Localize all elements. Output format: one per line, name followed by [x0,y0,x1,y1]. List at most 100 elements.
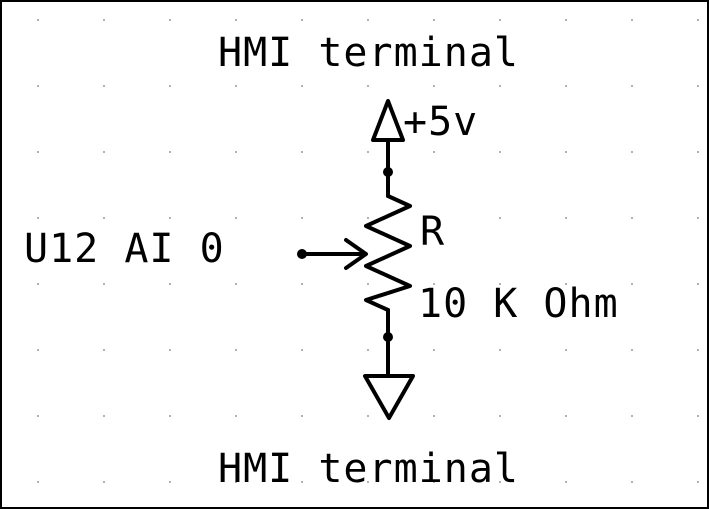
grid-dot [499,85,501,87]
grid-dot [433,415,435,417]
bottom-terminal-label: HMI terminal [218,446,519,492]
grid-dot [301,283,303,285]
top-terminal-label: HMI terminal [218,30,519,76]
ground-triangle-icon [363,374,415,420]
grid-dot [367,85,369,87]
grid-dot [565,349,567,351]
grid-dot [37,19,39,21]
grid-dot [433,481,435,483]
grid-dot [433,85,435,87]
grid-dot [631,19,633,21]
grid-dot [697,217,699,219]
grid-dot [499,283,501,285]
supply-junction-dot [383,167,393,177]
grid-dots [37,19,699,483]
grid-dot [37,217,39,219]
input-pin-dot [297,249,307,259]
grid-dot [235,85,237,87]
grid-dot [499,217,501,219]
grid-dot [367,415,369,417]
grid-dot [37,85,39,87]
grid-dot [433,349,435,351]
grid-dot [631,481,633,483]
grid-dot [37,151,39,153]
grid-dot [631,349,633,351]
grid-dot [697,85,699,87]
grid-dot [235,19,237,21]
grid-dot [565,217,567,219]
grid-dot [433,217,435,219]
input-label: U12 AI 0 [24,226,225,272]
grid-dot [301,85,303,87]
resistor-value: 10 K Ohm [418,281,619,327]
grid-dot [103,85,105,87]
resistor-designator: R [420,209,445,255]
supply-label: +5v [403,99,478,145]
grid-dot [499,349,501,351]
grid-dot [565,283,567,285]
grid-dot [235,151,237,153]
grid-dot [499,481,501,483]
grid-dot [367,481,369,483]
grid-dot [169,415,171,417]
grid-dot [499,151,501,153]
grid-dot [433,151,435,153]
grid-dot [367,151,369,153]
grid-dot [367,349,369,351]
grid-dot [631,217,633,219]
grid-dot [103,151,105,153]
grid-dot [301,151,303,153]
grid-dot [301,217,303,219]
grid-dot [301,19,303,21]
grid-dot [103,19,105,21]
grid-dot [631,85,633,87]
grid-dot [169,217,171,219]
grid-dot [697,349,699,351]
grid-dot [631,415,633,417]
grid-dot [235,349,237,351]
supply-arrow-icon [371,99,405,142]
ground-junction-dot [383,332,393,342]
grid-dot [301,349,303,351]
grid-dot [103,415,105,417]
grid-dot [169,349,171,351]
grid-dot [697,481,699,483]
grid-dot [565,85,567,87]
grid-dot [37,481,39,483]
grid-dot [169,19,171,21]
grid-dot [235,217,237,219]
grid-dot [367,283,369,285]
grid-dot [169,151,171,153]
grid-dot [103,349,105,351]
grid-dot [235,283,237,285]
grid-dot [367,217,369,219]
grid-dot [697,415,699,417]
grid-dot [565,415,567,417]
potentiometer-icon [364,194,412,312]
grid-dot [169,85,171,87]
grid-dot [367,19,369,21]
grid-dot [103,283,105,285]
grid-dot [169,481,171,483]
grid-dot [103,481,105,483]
grid-dot [565,481,567,483]
grid-dot [433,283,435,285]
grid-dot [37,415,39,417]
grid-dot [697,151,699,153]
grid-dot [235,481,237,483]
grid-dot [565,151,567,153]
grid-dot [499,19,501,21]
grid-dot [235,415,237,417]
grid-dot [697,19,699,21]
grid-dot [37,349,39,351]
grid-dot [301,415,303,417]
grid-dot [433,19,435,21]
grid-dot [169,283,171,285]
grid-dot [631,283,633,285]
grid-dot [631,151,633,153]
grid-dot [697,283,699,285]
wiper-arrow-icon [344,238,368,270]
grid-dot [37,283,39,285]
grid-dot [103,217,105,219]
